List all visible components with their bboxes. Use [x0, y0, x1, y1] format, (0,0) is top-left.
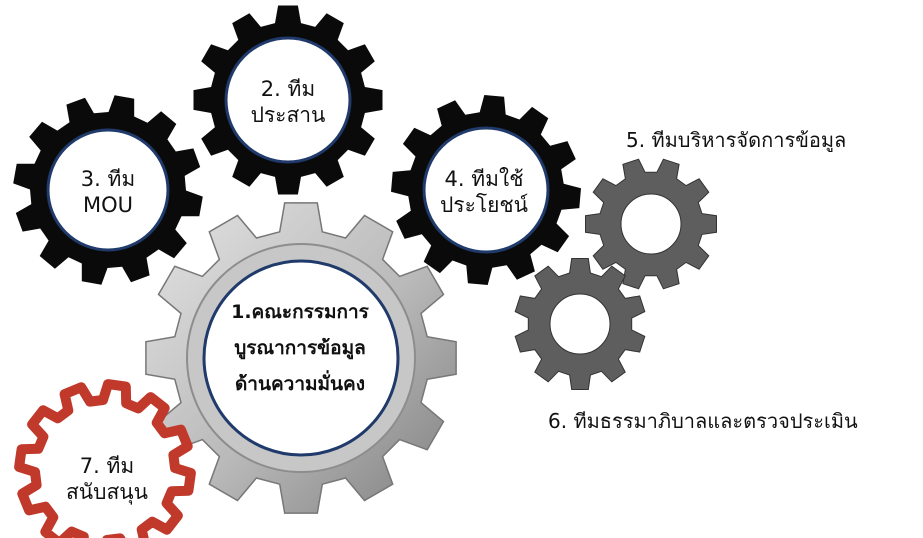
gear-7-line-1: 7. ทีม [79, 454, 135, 478]
gear-2-line-2: ประสาน [250, 103, 326, 128]
gear-1-line-3: ด้านความมั่นคง [234, 373, 366, 396]
gear-4-label: 4. ทีมใช้ ประโยชน์ [424, 166, 544, 219]
gear-1-label: 1.คณะกรรมการ บูรณาการข้อมูล ด้านความมั่น… [208, 294, 392, 402]
gear-3-line-1: 3. ทีม [80, 167, 136, 191]
gear-6-body [514, 258, 646, 390]
gear-7-line-2: สนับสนุน [65, 480, 149, 505]
gear-1-hub [202, 259, 400, 457]
gear-4-line-1: 4. ทีมใช้ [444, 167, 524, 191]
gear-3-line-2: MOU [82, 193, 134, 218]
gear-1-line-1: 1.คณะกรรมการ [231, 301, 369, 323]
gear-3-hub [46, 128, 170, 252]
gear-6-label: 6. ทีมธรรมาภิบาลและตรวจประเมิน [548, 409, 858, 433]
gear-5-label: 5. ทีมบริหารจัดการข้อมูล [626, 128, 847, 152]
gear-4-line-2: ประโยชน์ [439, 193, 529, 218]
gear-7-label: 7. ทีม สนับสนุน [52, 453, 162, 506]
gear-2-hub [224, 36, 352, 164]
gear-5-body [585, 158, 717, 290]
gear-3-label: 3. ทีม MOU [58, 166, 158, 219]
gear-2-label: 2. ทีม ประสาน [238, 76, 338, 129]
gear-2-line-1: 2. ทีม [260, 77, 316, 101]
gear-1-line-2: บูรณาการข้อมูล [234, 337, 366, 360]
gear-4-hub [422, 126, 550, 254]
gear-7-body [14, 379, 196, 538]
